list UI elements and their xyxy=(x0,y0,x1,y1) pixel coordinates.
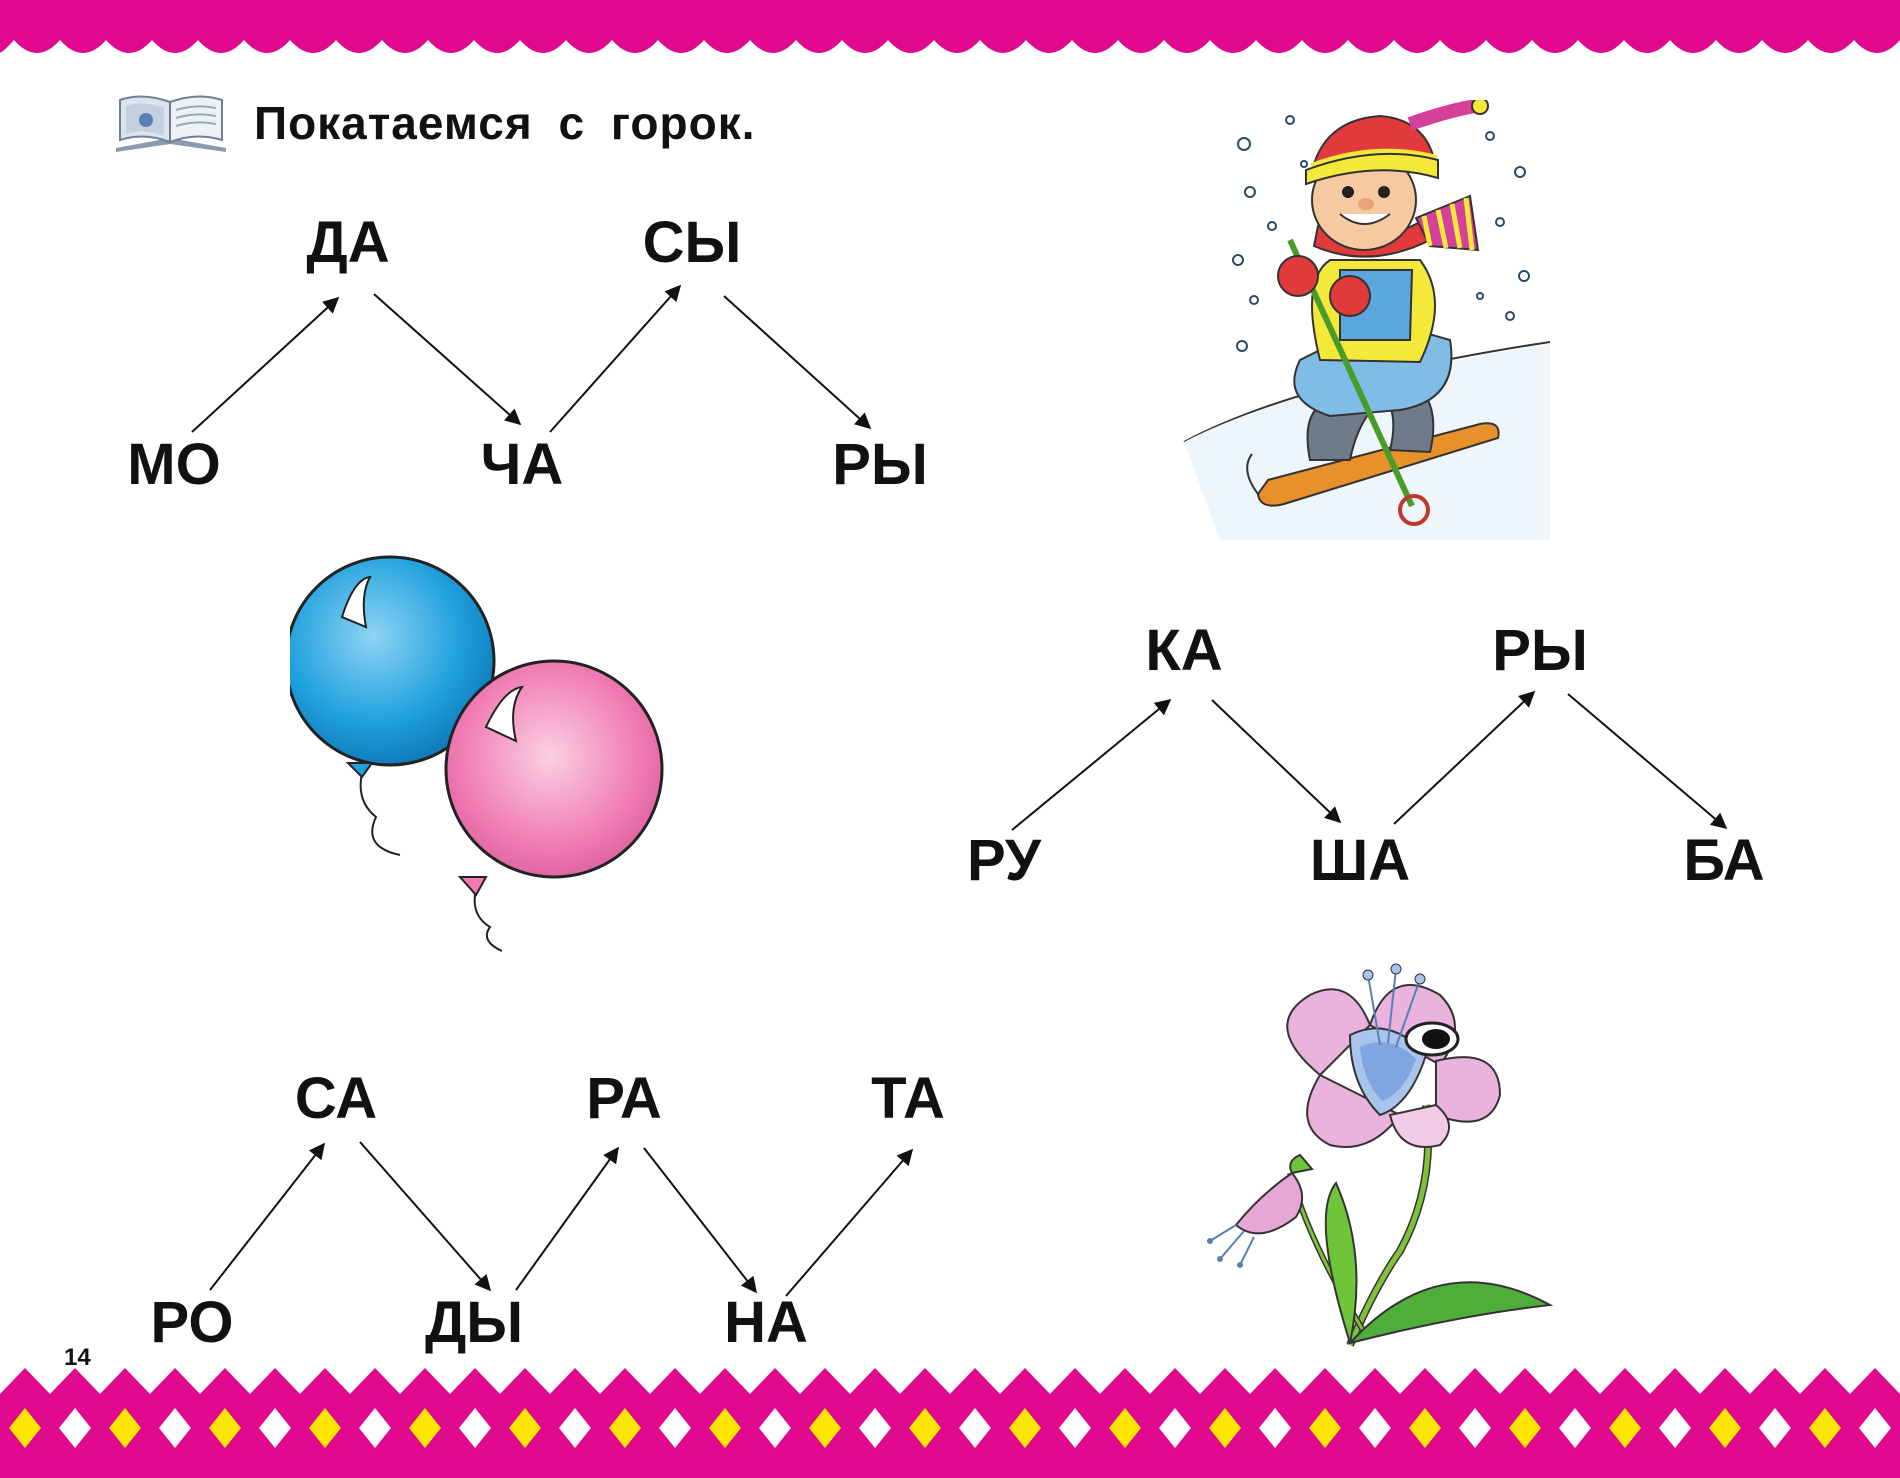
border-diamond xyxy=(1509,1408,1541,1448)
arrow xyxy=(785,1148,914,1297)
border-diamond xyxy=(909,1408,941,1448)
border-diamond xyxy=(109,1408,141,1448)
arrow xyxy=(723,295,872,430)
border-diamond xyxy=(809,1408,841,1448)
border-diamond xyxy=(1659,1408,1691,1448)
syllable-na: НА xyxy=(724,1290,808,1355)
arrow xyxy=(1567,693,1728,830)
syllable-mo: МО xyxy=(127,432,221,497)
border-diamond xyxy=(1559,1408,1591,1448)
border-diamond xyxy=(509,1408,541,1448)
skier-boy-illustration xyxy=(1183,100,1551,540)
border-diamond xyxy=(409,1408,441,1448)
arrow xyxy=(643,1147,757,1294)
arrow xyxy=(1011,698,1172,831)
border-diamond xyxy=(609,1408,641,1448)
border-diamond xyxy=(1209,1408,1241,1448)
syllable-sa: СА xyxy=(294,1066,378,1131)
syllable-da: ДА xyxy=(306,210,390,275)
syllable-ta: ТА xyxy=(871,1066,945,1131)
arrow xyxy=(1393,690,1536,825)
syllable-ru: РУ xyxy=(966,828,1042,893)
page-number: 14 xyxy=(64,1344,91,1371)
syllable-ry-2: РЫ xyxy=(1492,618,1588,683)
border-diamond xyxy=(159,1408,191,1448)
border-diamond xyxy=(859,1408,891,1448)
book-icon xyxy=(116,95,226,152)
border-diamond xyxy=(1309,1408,1341,1448)
syllable-cha: ЧА xyxy=(480,432,564,497)
page-title: Покатаемся с горок. xyxy=(254,97,756,149)
border-diamond xyxy=(659,1408,691,1448)
border-diamond xyxy=(1259,1408,1291,1448)
arrow xyxy=(515,1146,619,1291)
syllable-ka: КА xyxy=(1145,618,1223,683)
syllable-ba: БА xyxy=(1683,828,1765,893)
border-diamond xyxy=(9,1408,41,1448)
syllable-ry: РЫ xyxy=(832,432,928,497)
arrow xyxy=(209,1142,325,1291)
border-fill xyxy=(0,1368,1900,1478)
border-diamond xyxy=(1459,1408,1491,1448)
arrow xyxy=(1211,699,1342,824)
bottom-diamond-border xyxy=(0,1368,1900,1478)
border-diamond xyxy=(1159,1408,1191,1448)
border-diamond xyxy=(1409,1408,1441,1448)
border-diamond xyxy=(759,1408,791,1448)
syllable-sha: ША xyxy=(1309,828,1411,893)
border-diamond xyxy=(1709,1408,1741,1448)
syllable-ro: РО xyxy=(150,1290,234,1355)
border-diamond xyxy=(309,1408,341,1448)
border-diamond xyxy=(1609,1408,1641,1448)
top-wavy-border xyxy=(0,0,1900,53)
border-diamond xyxy=(1759,1408,1791,1448)
border-diamond xyxy=(459,1408,491,1448)
arrow xyxy=(359,1141,492,1292)
border-diamond xyxy=(59,1408,91,1448)
border-diamond xyxy=(559,1408,591,1448)
syllable-dy: ДЫ xyxy=(424,1290,524,1355)
flower-illustration xyxy=(1207,963,1554,1347)
arrow xyxy=(191,296,340,433)
border-diamond xyxy=(1059,1408,1091,1448)
arrow xyxy=(373,293,522,426)
border-diamond xyxy=(259,1408,291,1448)
syllable-ra: РА xyxy=(586,1066,662,1131)
border-diamond xyxy=(1809,1408,1841,1448)
border-diamond xyxy=(1859,1408,1891,1448)
syllable-sy: СЫ xyxy=(642,210,742,275)
balloons-illustration xyxy=(290,555,664,952)
border-diamond xyxy=(359,1408,391,1448)
border-diamond xyxy=(209,1408,241,1448)
border-diamond xyxy=(709,1408,741,1448)
border-diamond xyxy=(1359,1408,1391,1448)
border-diamond xyxy=(959,1408,991,1448)
arrow xyxy=(549,284,682,433)
border-diamond xyxy=(1109,1408,1141,1448)
border-diamond xyxy=(1009,1408,1041,1448)
